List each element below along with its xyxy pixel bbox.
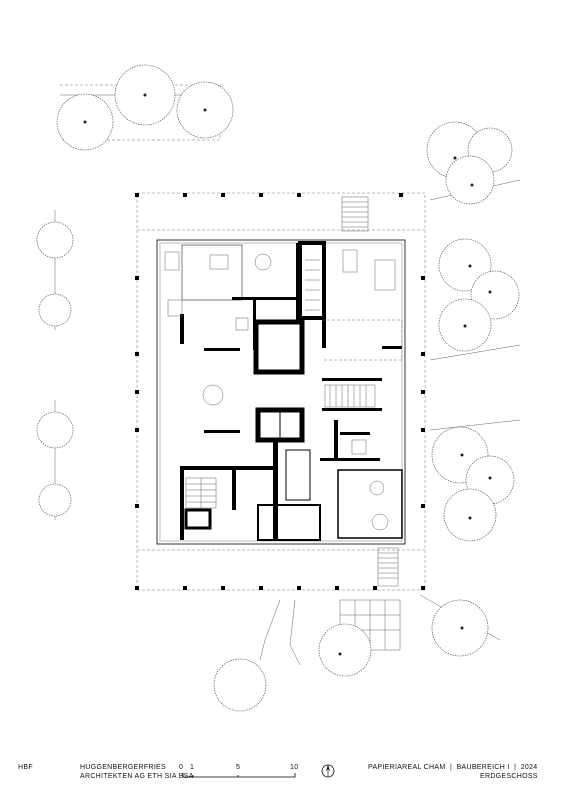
internal-stairs xyxy=(185,384,376,509)
project-line: PAPIERIAREAL CHAM | BAUBEREICH I | 2024 xyxy=(368,763,537,772)
scale-label-10: 10 xyxy=(290,764,299,771)
office-credentials: ARCHITEKTEN AG ETH SIA BSA xyxy=(80,773,194,780)
separator: | xyxy=(514,764,517,771)
north-arrow-icon xyxy=(321,764,335,778)
scale-label-5: 5 xyxy=(236,764,241,771)
project-phase: BAUBEREICH I xyxy=(456,764,510,771)
office-name: HUGGENBERGERFRIES xyxy=(80,764,166,771)
trees xyxy=(36,64,520,712)
entrance-stairs xyxy=(341,196,399,587)
perimeter-columns xyxy=(135,193,425,590)
drawing-title: ERDGESCHOSS xyxy=(480,773,538,780)
interior-walls xyxy=(180,241,403,541)
scale-label-1: 1 xyxy=(190,764,195,771)
scale-label-0: 0 xyxy=(179,764,184,771)
scale-bar xyxy=(182,773,296,778)
facade xyxy=(156,239,406,545)
office-short: HBF xyxy=(18,764,33,771)
furniture xyxy=(164,249,403,531)
project-name: PAPIERIAREAL CHAM xyxy=(368,764,446,771)
project-year: 2024 xyxy=(520,764,538,771)
separator: | xyxy=(449,764,453,771)
